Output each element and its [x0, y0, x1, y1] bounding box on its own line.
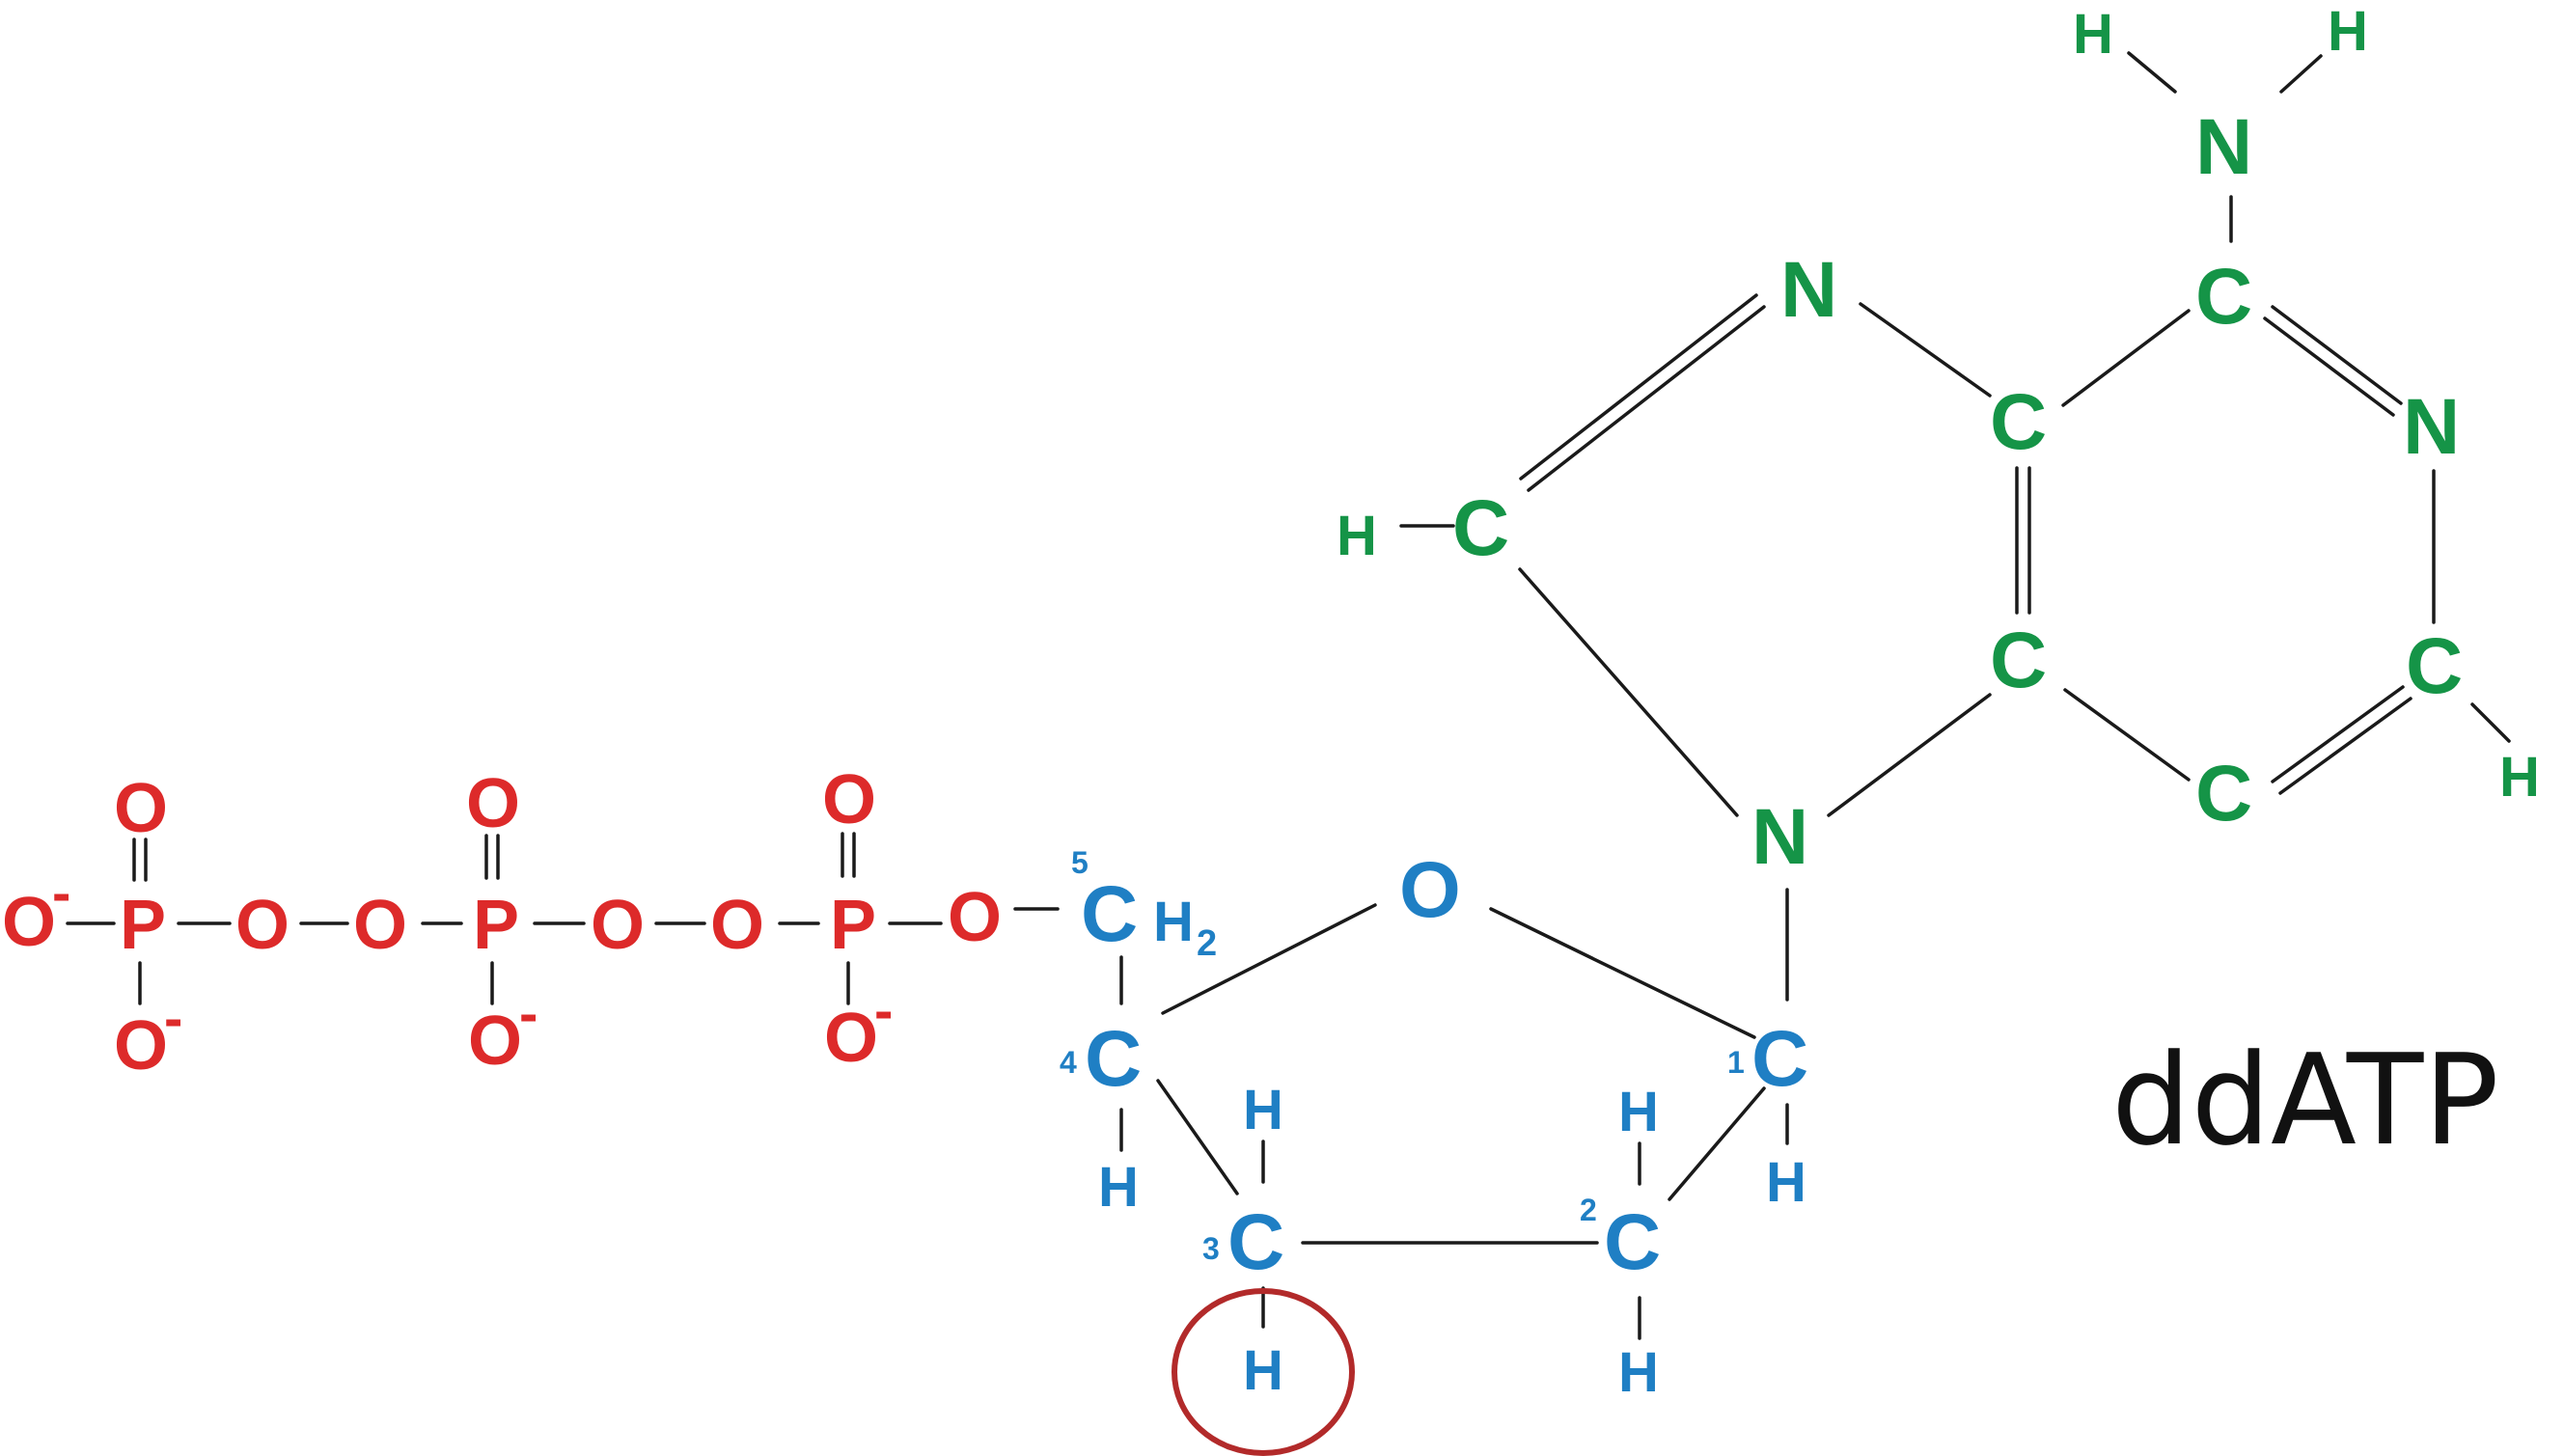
atom-p3-top-o: O [822, 761, 876, 838]
phosphate-group: O - O P O - O O O P O - O O O P O - O [2, 761, 1002, 1085]
deoxyribose-sugar: 5 C H 2 O 4 C H H 3 C H H 2 C H 1 C H [1060, 845, 1808, 1404]
label-carbon-5: 5 [1071, 845, 1089, 880]
atom-p2-top-o: O [466, 765, 520, 842]
atom-bridge-o1: O [235, 887, 289, 964]
bond-c2-h [2470, 702, 2511, 743]
atom-p1: P [120, 887, 166, 964]
atom-c1-h: H [1766, 1151, 1806, 1214]
atom-c2-h-bottom: H [1618, 1341, 1659, 1404]
bond-c2-n3-double-a [2271, 685, 2405, 783]
atom-c3: C [1227, 1198, 1284, 1286]
atom-c8-h: H [1337, 505, 1377, 567]
atom-n1: N [2403, 383, 2460, 471]
atom-p3-bottom-o: O [824, 1000, 878, 1077]
atom-p3: P [830, 887, 876, 964]
atom-o-minus-left: O [2, 884, 56, 961]
atom-c2-base-h: H [2499, 746, 2540, 809]
atom-c2: C [1604, 1198, 1661, 1286]
adenine-base: H H N N C C N H C C C H C N [1337, 0, 2540, 881]
label-carbon-2: 2 [1580, 1193, 1597, 1227]
atom-bridge-o3: O [591, 887, 645, 964]
bond-c6-n1-double-a [2271, 305, 2403, 405]
bond-c8-n7-double-b [1527, 305, 1766, 492]
bond-nh2-h1 [2127, 51, 2177, 94]
bond-c5-c6 [2061, 309, 2191, 407]
bond-n7-c5 [1859, 302, 1992, 398]
atom-c3-h-top: H [1243, 1079, 1283, 1141]
label-carbon-1: 1 [1727, 1045, 1745, 1080]
atom-c3-h-bottom: H [1243, 1339, 1283, 1402]
atom-p2: P [473, 887, 519, 964]
bond-c8-n7-double-a [1519, 293, 1758, 481]
bond-c2-c1 [1668, 1086, 1766, 1201]
atom-c4-h: H [1098, 1156, 1139, 1219]
atom-n7: N [1780, 246, 1837, 334]
atom-c6: C [2195, 253, 2252, 341]
atom-nh2-n: N [2195, 103, 2252, 191]
missing-3prime-oh-highlight [1172, 1288, 1355, 1456]
atom-c5: C [1081, 870, 1138, 958]
atom-p1-bottom-o: O [114, 1007, 168, 1085]
atom-bridge-o4: O [710, 887, 764, 964]
label-carbon-3: 3 [1202, 1231, 1220, 1266]
charge-minus-left: - [52, 862, 70, 924]
atom-c2-base: C [2406, 622, 2463, 710]
atom-c5-h: H [1153, 891, 1194, 953]
charge-minus-p3: - [874, 979, 893, 1042]
bond-c4-ring-o [1161, 903, 1377, 1015]
atom-base-c5: C [1990, 378, 2047, 466]
atom-c5-subscript: 2 [1197, 923, 1217, 964]
atom-n9: N [1751, 793, 1808, 881]
atom-p1-top-o: O [114, 770, 168, 847]
charge-minus-p2: - [519, 982, 538, 1045]
label-carbon-4: 4 [1060, 1045, 1077, 1080]
bond-c6-n1-double-b [2263, 316, 2395, 417]
charge-minus-p1: - [164, 987, 182, 1050]
atom-link-o: O [948, 879, 1002, 956]
atom-n3: C [2195, 750, 2252, 838]
bonds [66, 51, 2511, 1340]
bond-c4-c3 [1156, 1079, 1239, 1195]
bond-nh2-h2 [2279, 54, 2323, 94]
atom-c1: C [1751, 1015, 1808, 1103]
bond-n9-c8 [1518, 567, 1739, 817]
atom-c8: C [1452, 484, 1509, 572]
atom-nh2-h2: H [2328, 0, 2368, 63]
atom-p2-bottom-o: O [468, 1003, 522, 1080]
bond-c4-n9 [1827, 693, 1992, 817]
atom-bridge-o2: O [353, 887, 407, 964]
atom-ring-o: O [1399, 846, 1461, 934]
atom-c4: C [1085, 1015, 1142, 1103]
molecule-name-label: ddATP [2111, 1027, 2499, 1173]
atom-base-c4: C [1990, 617, 2047, 704]
atom-c2-h-top: H [1618, 1081, 1659, 1143]
atom-nh2-h1: H [2073, 3, 2113, 66]
bond-ring-o-c1 [1489, 907, 1756, 1039]
bond-n3-c4 [2063, 688, 2191, 782]
bond-c2-n3-double-b [2278, 697, 2412, 795]
